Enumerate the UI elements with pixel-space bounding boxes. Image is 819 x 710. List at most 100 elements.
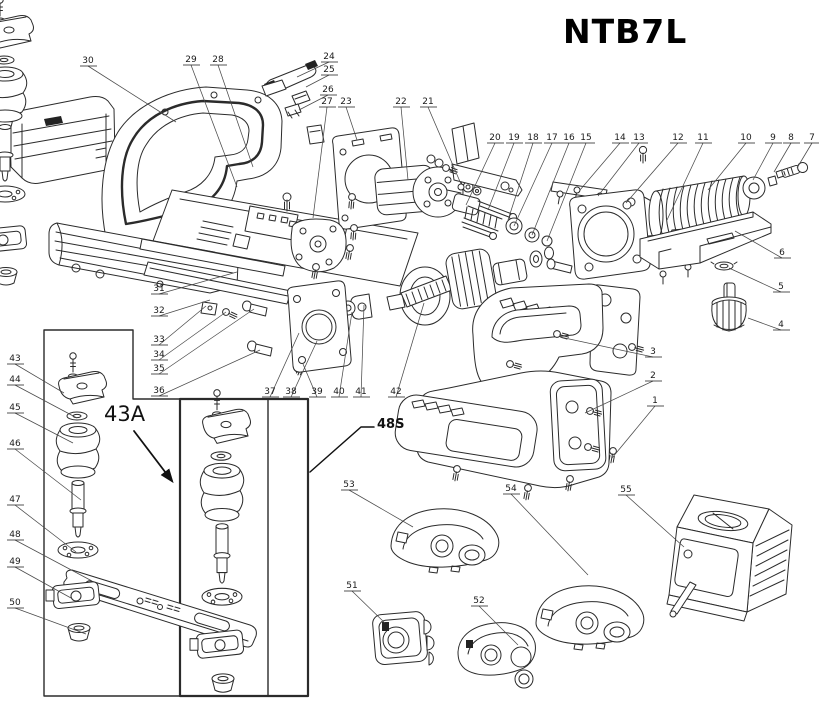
part-shoe-52 xyxy=(457,622,536,689)
svg-text:49: 49 xyxy=(9,557,21,567)
part-tracking-assembly-left xyxy=(45,352,107,642)
callout-30: 30 xyxy=(80,56,177,123)
svg-text:39: 39 xyxy=(311,387,323,397)
svg-text:10: 10 xyxy=(740,133,752,143)
callout-18: 18 xyxy=(507,133,542,221)
callout-8: 8 xyxy=(773,133,800,173)
callout-34: 34 xyxy=(151,311,227,361)
variant-boxes xyxy=(43,329,375,698)
svg-text:33: 33 xyxy=(153,335,164,345)
svg-text:16: 16 xyxy=(563,133,575,143)
callout-23: 23 xyxy=(338,97,358,141)
svg-text:40: 40 xyxy=(333,387,345,397)
part-knob xyxy=(710,261,747,332)
callout-27: 27 xyxy=(312,97,336,219)
callout-10: 10 xyxy=(707,133,755,191)
callout-layer: 1234567891011121314151617181920212223242… xyxy=(7,52,819,646)
svg-text:48: 48 xyxy=(9,530,21,540)
svg-text:50: 50 xyxy=(9,598,21,608)
diagram-title: NTB7L xyxy=(563,12,688,51)
part-motor xyxy=(374,164,482,218)
part-gear-train xyxy=(295,246,554,376)
svg-text:31: 31 xyxy=(153,284,164,294)
svg-text:35: 35 xyxy=(153,364,164,374)
callout-42: 42 xyxy=(388,302,425,398)
callout-12: 12 xyxy=(625,133,687,204)
svg-text:46: 46 xyxy=(9,439,21,449)
svg-text:22: 22 xyxy=(395,97,406,107)
callout-40: 40 xyxy=(331,311,353,398)
callout-49: 49 xyxy=(7,557,72,599)
callout-54: 54 xyxy=(503,484,589,576)
callout-5: 5 xyxy=(728,267,790,293)
svg-text:14: 14 xyxy=(614,133,626,143)
svg-text:23: 23 xyxy=(340,97,351,107)
part-shoe-53 xyxy=(390,508,500,574)
callout-50: 50 xyxy=(7,598,87,635)
svg-text:4: 4 xyxy=(778,320,784,330)
label-48s: 48S xyxy=(377,417,405,432)
callout-14: 14 xyxy=(579,133,629,191)
callout-7: 7 xyxy=(796,133,819,169)
part-battery xyxy=(9,96,116,184)
label-43a: 43A xyxy=(104,402,146,426)
part-base-tray xyxy=(639,211,772,270)
callout-33: 33 xyxy=(151,305,207,346)
svg-text:27: 27 xyxy=(321,97,332,107)
svg-text:12: 12 xyxy=(672,133,683,143)
svg-text:28: 28 xyxy=(212,55,224,65)
svg-text:24: 24 xyxy=(323,52,335,62)
callout-35: 35 xyxy=(151,308,255,375)
svg-text:6: 6 xyxy=(779,248,785,258)
svg-text:11: 11 xyxy=(697,133,708,143)
part-shoe-54 xyxy=(535,585,645,651)
svg-text:9: 9 xyxy=(770,133,776,143)
callout-1: 1 xyxy=(611,396,664,459)
svg-text:41: 41 xyxy=(355,387,366,397)
part-tracking-assembly xyxy=(0,0,34,286)
callout-28: 28 xyxy=(210,55,254,168)
svg-text:44: 44 xyxy=(9,375,21,385)
part-gearbox-flange xyxy=(546,145,662,344)
svg-text:30: 30 xyxy=(82,56,94,66)
svg-text:47: 47 xyxy=(9,495,20,505)
svg-text:29: 29 xyxy=(185,55,197,65)
callout-47: 47 xyxy=(7,495,77,553)
callout-41: 41 xyxy=(353,304,370,398)
callout-44: 44 xyxy=(7,375,78,419)
callout-46: 46 xyxy=(7,439,82,501)
callout-15: 15 xyxy=(546,133,595,242)
callout-20: 20 xyxy=(465,133,504,206)
callout-31: 31 xyxy=(151,271,238,295)
svg-text:43: 43 xyxy=(9,354,20,364)
callout-36: 36 xyxy=(151,349,261,397)
part-main-body xyxy=(394,283,645,501)
part-end-fasteners xyxy=(742,162,809,200)
svg-text:38: 38 xyxy=(285,387,297,397)
svg-text:52: 52 xyxy=(473,596,484,606)
callout-52: 52 xyxy=(471,596,519,646)
part-switch-lever xyxy=(261,60,318,119)
callout-48: 48 xyxy=(7,530,93,582)
callout-39: 39 xyxy=(302,363,326,398)
callout-16: 16 xyxy=(531,133,578,236)
svg-text:25: 25 xyxy=(323,65,334,75)
callout-24: 24 xyxy=(296,52,338,78)
callout-6: 6 xyxy=(734,230,791,259)
callout-32: 32 xyxy=(151,299,211,317)
svg-text:32: 32 xyxy=(153,306,164,316)
callout-37: 37 xyxy=(262,332,300,398)
callout-11: 11 xyxy=(666,133,712,221)
callout-2: 2 xyxy=(584,371,662,414)
callout-4: 4 xyxy=(747,317,790,331)
svg-text:19: 19 xyxy=(508,133,520,143)
callout-3: 3 xyxy=(559,336,662,358)
svg-text:36: 36 xyxy=(153,386,165,396)
svg-text:45: 45 xyxy=(9,403,20,413)
svg-text:37: 37 xyxy=(264,387,275,397)
callout-9: 9 xyxy=(752,133,782,181)
svg-text:51: 51 xyxy=(346,581,357,591)
svg-text:13: 13 xyxy=(633,133,644,143)
callout-55: 55 xyxy=(618,485,685,548)
